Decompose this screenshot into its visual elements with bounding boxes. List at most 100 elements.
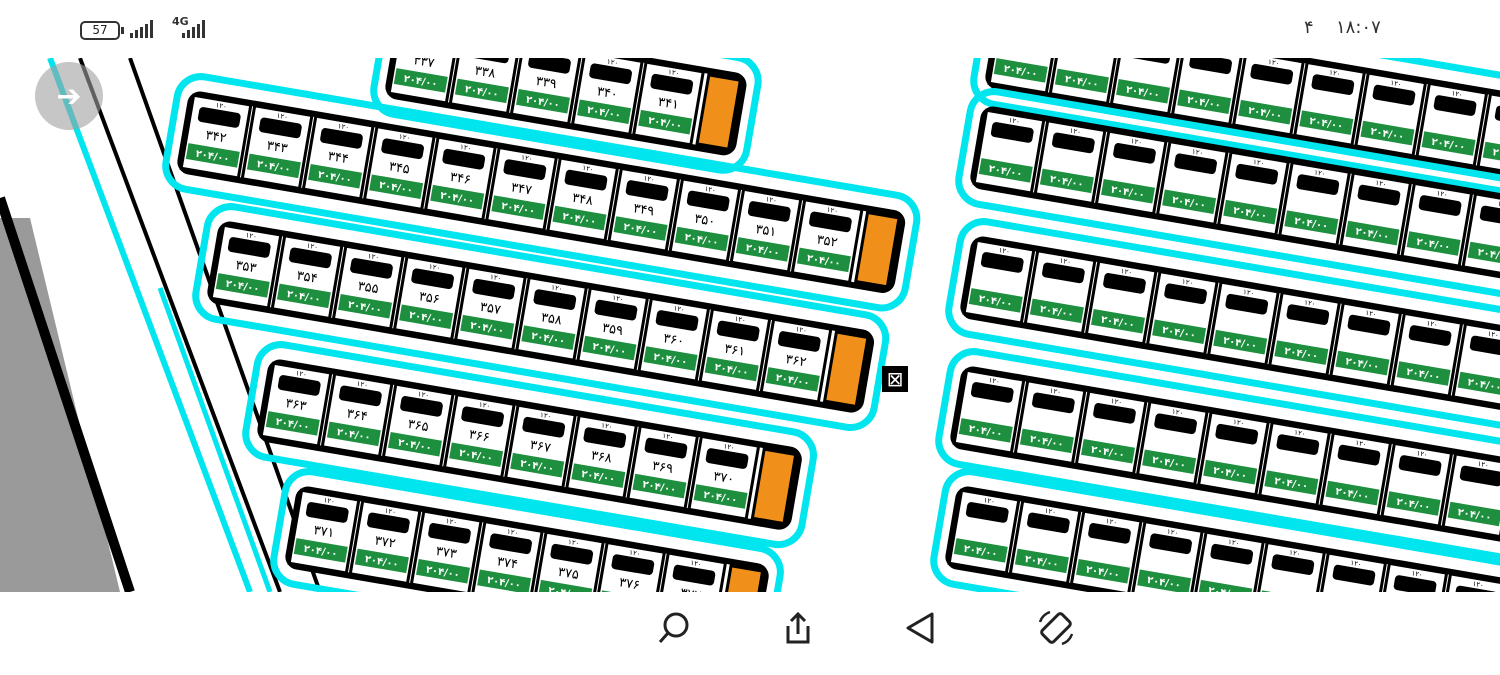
back-nav-button[interactable]: [898, 606, 942, 650]
plot-frontage: ۱۲۰: [1227, 538, 1239, 548]
plot[interactable]: ۱۲۰۳۳۸۲۰۴/۰۰: [448, 58, 522, 116]
plot-number: ۳۵۸: [540, 310, 563, 328]
map-image[interactable]: ۱۲۰۳۳۷۲۰۴/۰۰۱۲۰۳۳۸۲۰۴/۰۰۱۲۰۳۳۹۲۰۴/۰۰۱۲۰۳…: [0, 58, 1500, 592]
plot[interactable]: ۱۲۰۳۷۷۲۰۴/۰۰: [654, 551, 728, 592]
search-button[interactable]: [652, 606, 696, 650]
corner-plot[interactable]: [750, 447, 798, 526]
plot[interactable]: ۱۲۰۳۷۶۲۰۴/۰۰: [593, 540, 667, 592]
corner-plot[interactable]: [822, 330, 870, 409]
share-button[interactable]: [776, 606, 820, 650]
plot[interactable]: ۱۲۰۳۳۷۲۰۴/۰۰: [387, 58, 461, 105]
corner-plot[interactable]: [717, 564, 765, 592]
plot[interactable]: ۱۲۰۳۷۵۲۰۴/۰۰: [531, 530, 605, 592]
plot[interactable]: ۱۲۰۳۳۹۲۰۴/۰۰: [509, 58, 583, 126]
rotate-button[interactable]: [1034, 606, 1078, 650]
back-button[interactable]: ➔: [35, 62, 103, 130]
corner-plot[interactable]: [695, 73, 743, 151]
plot-frontage: ۱۲۰: [489, 273, 501, 283]
corner-plot[interactable]: [853, 210, 901, 289]
